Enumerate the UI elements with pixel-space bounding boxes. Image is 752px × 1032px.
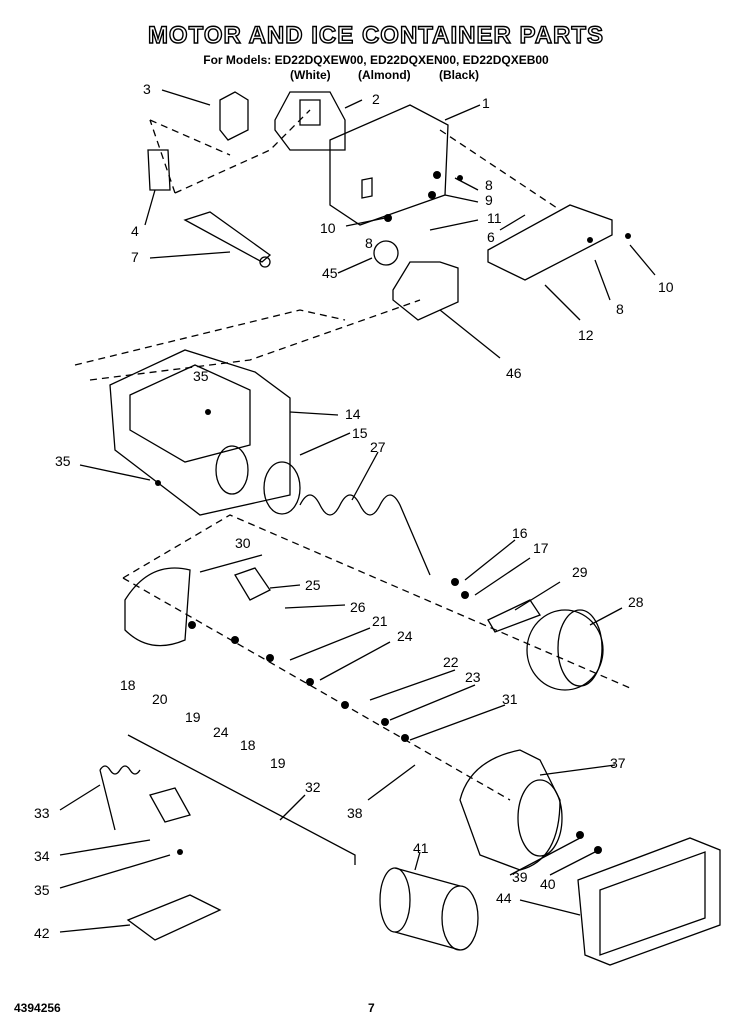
callout-41: 41 — [413, 840, 429, 856]
callout-37: 37 — [610, 755, 626, 771]
callout-15: 15 — [352, 425, 368, 441]
models-line: For Models: ED22DQXEW00, ED22DQXEN00, ED… — [203, 53, 549, 67]
callout-28: 28 — [628, 594, 644, 610]
callout-10b: 10 — [658, 279, 674, 295]
callout-7: 7 — [131, 249, 139, 265]
callout-21: 21 — [372, 613, 388, 629]
callout-44: 44 — [496, 890, 512, 906]
callout-20: 20 — [152, 691, 168, 707]
callout-45: 45 — [322, 265, 338, 281]
callout-12: 12 — [578, 327, 594, 343]
callout-8a: 8 — [485, 177, 493, 193]
callout-25: 25 — [305, 577, 321, 593]
callout-9: 9 — [485, 192, 493, 208]
callout-27: 27 — [370, 439, 386, 455]
callout-40: 40 — [540, 876, 556, 892]
callout-2: 2 — [372, 91, 380, 107]
color-black: (Black) — [439, 68, 480, 82]
callout-26: 26 — [350, 599, 366, 615]
callout-17: 17 — [533, 540, 549, 556]
callout-24a: 24 — [397, 628, 413, 644]
callout-35b: 35 — [55, 453, 71, 469]
page-title: MOTOR AND ICE CONTAINER PARTS — [147, 21, 605, 49]
callout-35a: 35 — [193, 368, 209, 384]
callout-18b: 18 — [240, 737, 256, 753]
callout-38: 38 — [347, 805, 363, 821]
callout-4: 4 — [131, 223, 139, 239]
callout-16: 16 — [512, 525, 528, 541]
callout-19a: 19 — [185, 709, 201, 725]
callout-33: 33 — [34, 805, 50, 821]
callout-6: 6 — [487, 229, 495, 245]
callout-32: 32 — [305, 779, 321, 795]
callout-30: 30 — [235, 535, 251, 551]
callout-29: 29 — [572, 564, 588, 580]
callout-19b: 19 — [270, 755, 286, 771]
callout-22: 22 — [443, 654, 459, 670]
callout-42: 42 — [34, 925, 50, 941]
callout-24b: 24 — [213, 724, 229, 740]
callout-23: 23 — [465, 669, 481, 685]
callout-3: 3 — [143, 81, 151, 97]
callout-10a: 10 — [320, 220, 336, 236]
callout-39: 39 — [512, 869, 528, 885]
page-number: 7 — [368, 1001, 375, 1015]
color-white: (White) — [290, 68, 331, 82]
callout-11: 11 — [487, 210, 502, 226]
callout-1: 1 — [482, 95, 490, 111]
doc-number: 4394256 — [14, 1001, 61, 1015]
color-almond: (Almond) — [358, 68, 411, 82]
callout-8c: 8 — [616, 301, 624, 317]
callout-8b: 8 — [365, 235, 373, 251]
callout-34: 34 — [34, 848, 50, 864]
callout-18a: 18 — [120, 677, 136, 693]
callout-35c: 35 — [34, 882, 50, 898]
callout-14: 14 — [345, 406, 361, 422]
callout-46: 46 — [506, 365, 522, 381]
callout-31: 31 — [502, 691, 518, 707]
